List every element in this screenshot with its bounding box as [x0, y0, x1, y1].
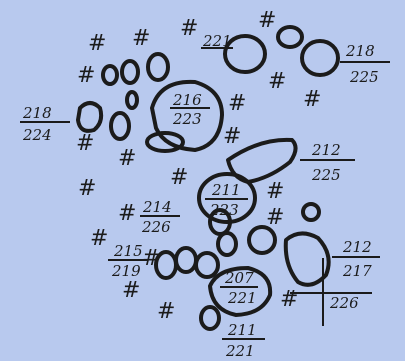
hash-mark: #	[122, 278, 140, 303]
outline-shape	[127, 92, 137, 108]
hash-mark: #	[76, 131, 94, 156]
hash-mark: #	[77, 63, 95, 88]
label-g-bottom: 226	[141, 218, 171, 236]
hash-mark: #	[266, 205, 284, 230]
outline-shape	[148, 54, 168, 80]
label-c-bottom: 224	[22, 126, 52, 144]
label-l-bottom: 221	[225, 342, 255, 360]
hash-mark: #	[118, 146, 136, 171]
outline-shape	[303, 204, 319, 220]
hash-mark: #	[228, 91, 246, 116]
label-e-bottom: 225	[311, 166, 341, 184]
hash-mark: #	[223, 124, 241, 149]
label-l-top: 211	[227, 321, 257, 339]
outline-shape	[78, 103, 101, 131]
outline-shape	[103, 66, 117, 84]
label-a: 221	[201, 32, 233, 50]
outline-shape	[278, 27, 302, 47]
label-j: 207 221	[220, 269, 258, 307]
label-l: 211 221	[222, 321, 265, 360]
label-h-top: 215	[113, 242, 143, 260]
outline-shape	[218, 233, 236, 255]
outline-shapes	[78, 27, 338, 329]
hash-mark: #	[170, 165, 188, 190]
label-e: 212 225	[300, 141, 355, 184]
label-i: 212 217	[332, 238, 380, 280]
outline-shape	[176, 248, 196, 272]
label-j-top: 207	[224, 269, 254, 287]
hash-mark: #	[268, 69, 286, 94]
label-d-top: 216	[172, 91, 202, 109]
label-b-bottom: 225	[349, 68, 379, 86]
label-i-top: 212	[342, 238, 372, 256]
hash-mark: #	[88, 31, 106, 56]
hash-mark: #	[266, 179, 284, 204]
outline-shape	[196, 253, 218, 277]
outline-shape	[122, 61, 138, 83]
label-f-bottom: 223	[209, 201, 239, 219]
outline-shape	[302, 41, 338, 75]
hash-mark: #	[142, 246, 160, 271]
label-k-bottom: 226	[329, 294, 359, 312]
hash-mark: #	[78, 176, 96, 201]
label-c: 218 224	[20, 104, 70, 144]
label-h: 215 219	[108, 242, 148, 280]
label-f-top: 211	[211, 181, 241, 199]
hash-mark: #	[180, 16, 198, 41]
label-g: 214 226	[140, 198, 180, 236]
label-d: 216 223	[170, 91, 210, 128]
label-g-top: 214	[142, 198, 172, 216]
label-e-top: 212	[311, 141, 341, 159]
outline-shape	[111, 113, 129, 139]
label-d-bottom: 223	[172, 110, 202, 128]
hash-mark: #	[157, 299, 175, 324]
hash-mark: #	[258, 8, 276, 33]
label-i-bottom: 217	[342, 262, 372, 280]
label-f: 211 223	[205, 181, 248, 219]
outline-shape	[201, 307, 219, 329]
label-b-top: 218	[345, 42, 375, 60]
label-h-bottom: 219	[111, 262, 141, 280]
outline-shape	[249, 227, 275, 253]
hash-mark: #	[90, 226, 108, 251]
label-b: 218 225	[340, 42, 390, 86]
label-j-bottom: 221	[227, 289, 257, 307]
hash-mark: #	[118, 201, 136, 226]
hash-mark: #	[280, 287, 298, 312]
hash-mark: #	[132, 26, 150, 51]
label-c-top: 218	[22, 104, 52, 122]
hash-mark: #	[303, 87, 321, 112]
